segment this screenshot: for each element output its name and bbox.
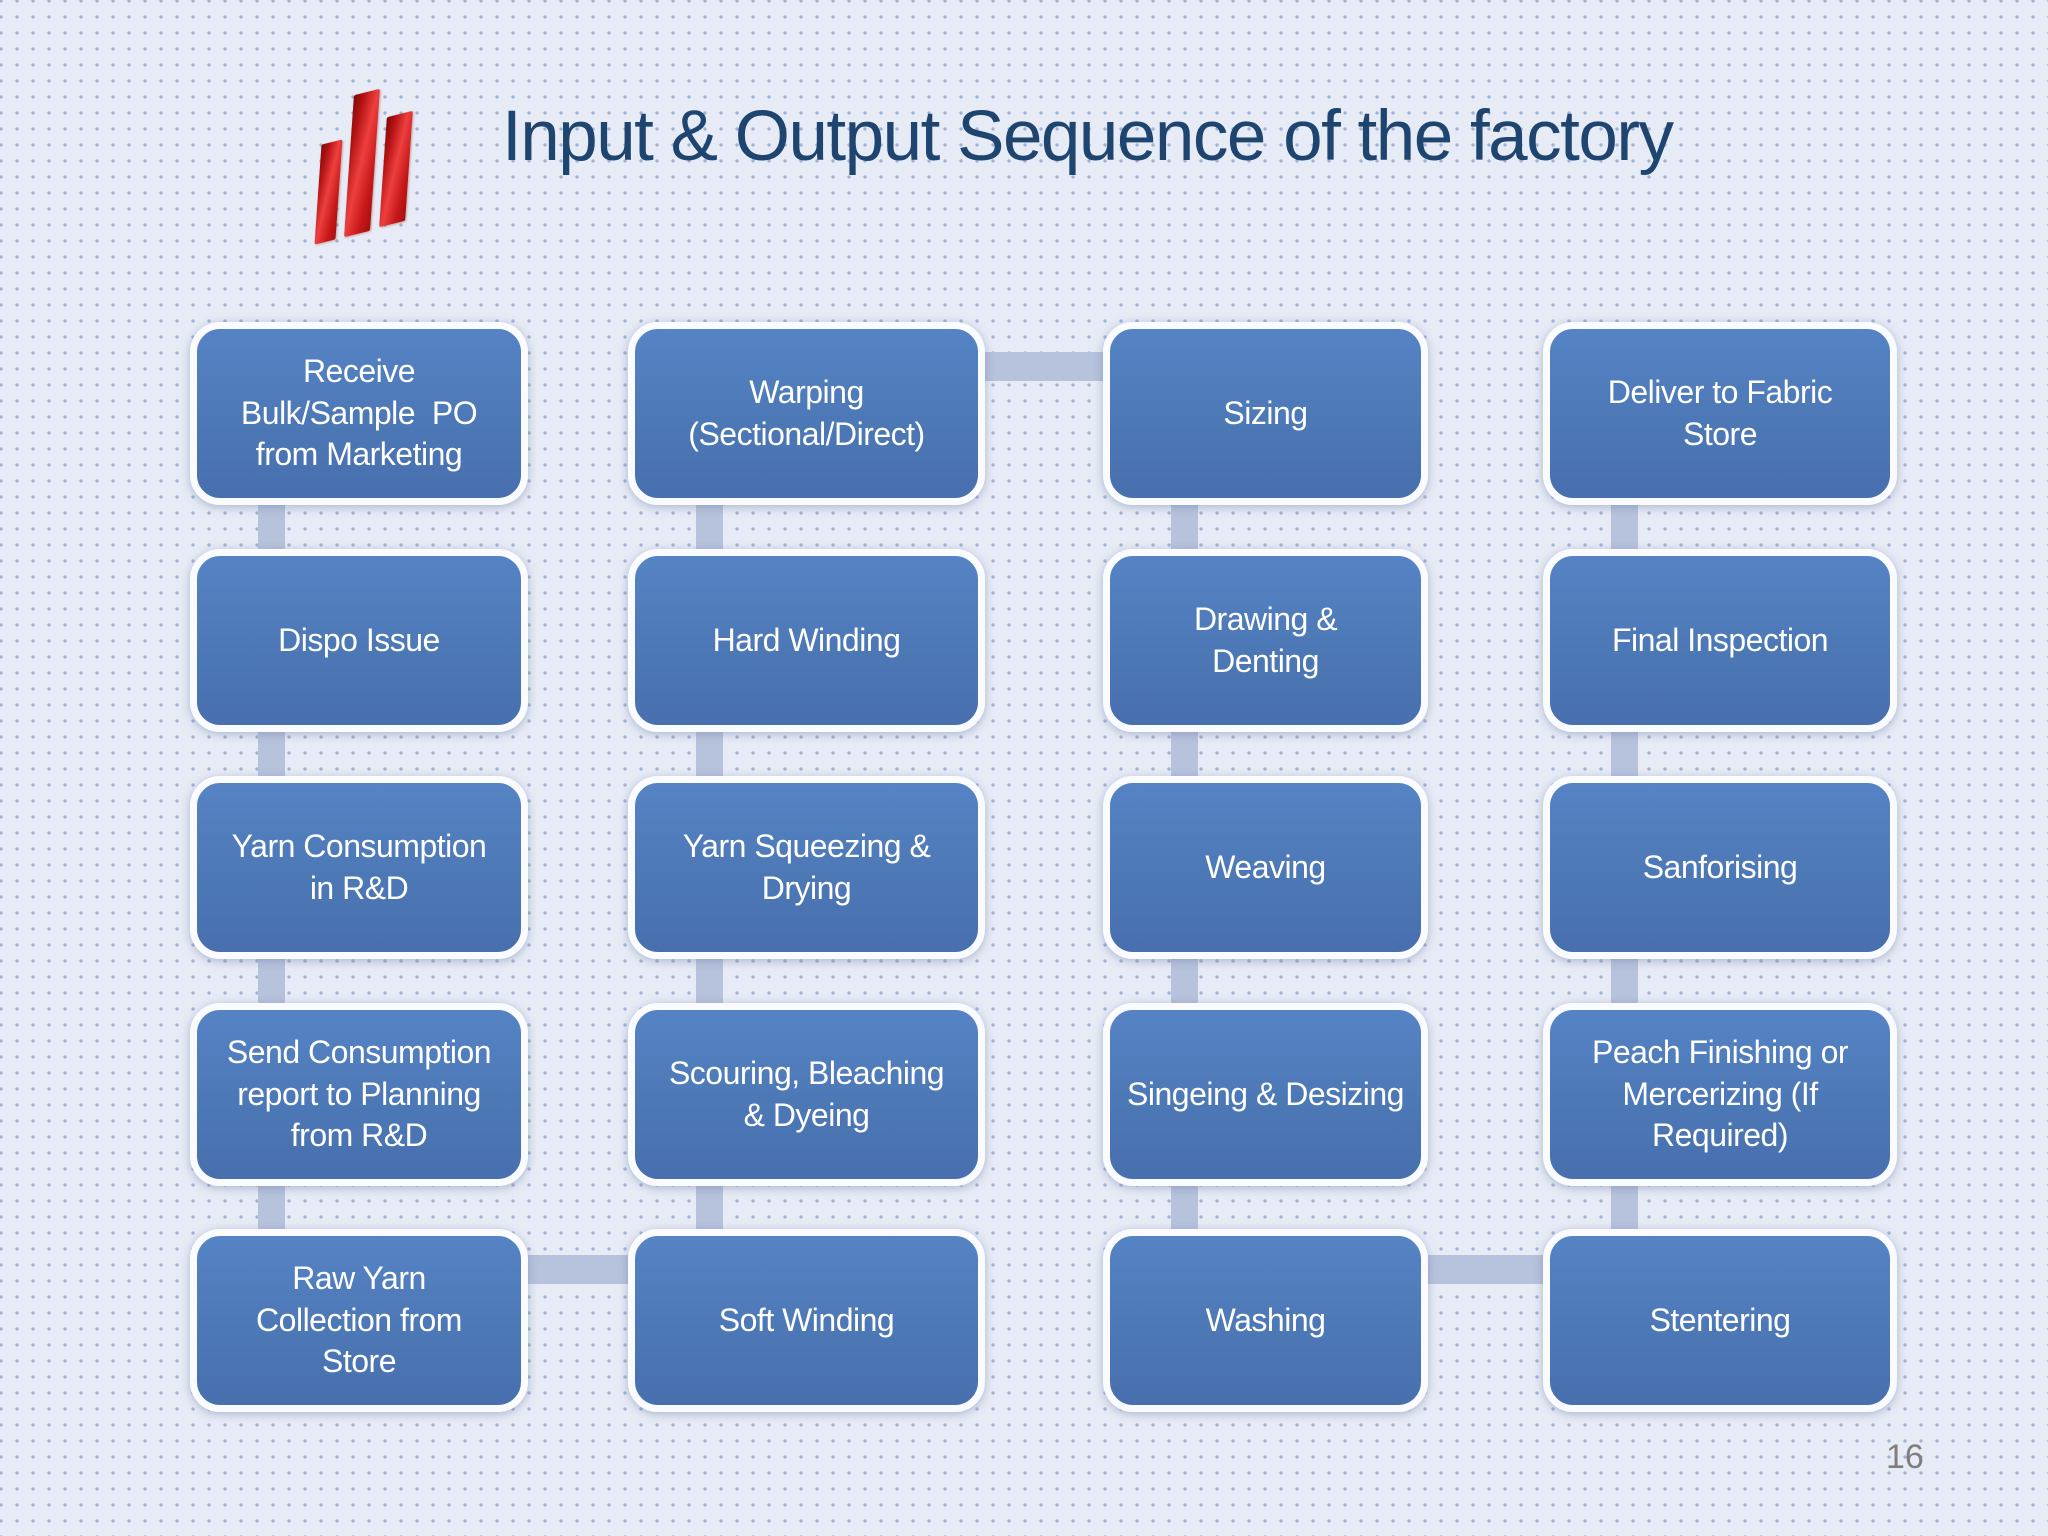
flow-connector [696,499,723,555]
process-box-label: Washing [1205,1301,1326,1338]
process-box-label: Warping (Sectional/Direct) [688,373,925,452]
process-box-label: Deliver to Fabric Store [1607,373,1833,452]
process-box-label: Yarn Consumption in R&D [231,827,487,906]
flow-connector [1171,726,1198,782]
flow-connector [258,953,285,1009]
process-box-label: Singeing & Desizing [1127,1075,1404,1112]
process-box: Washing [1103,1229,1428,1412]
process-box: Dispo Issue [190,549,528,732]
process-box-label: Raw Yarn Collection from Store [256,1260,462,1380]
process-box: Soft Winding [628,1229,985,1412]
process-box: Scouring, Bleaching & Dyeing [628,1003,985,1186]
process-box: Sizing [1103,322,1428,505]
process-box: Yarn Consumption in R&D [190,776,528,959]
process-box: Deliver to Fabric Store [1543,322,1897,505]
process-box: Receive Bulk/Sample PO from Marketing [190,322,528,505]
page-number: 16 [1886,1438,1924,1476]
flow-connector [1611,726,1638,782]
process-box-label: Weaving [1205,848,1326,885]
flow-connector [1171,499,1198,555]
process-box-label: Peach Finishing or Mercerizing (If Requi… [1591,1034,1849,1154]
flow-connector [979,352,1109,381]
flow-connector [1171,1180,1198,1235]
flow-connector [1171,953,1198,1009]
process-box: Peach Finishing or Mercerizing (If Requi… [1543,1003,1897,1186]
process-box-label: Yarn Squeezing & Drying [682,827,931,906]
slide-title: Input & Output Sequence of the factory [502,97,1674,176]
process-box: Hard Winding [628,549,985,732]
process-box: Send Consumption report to Planning from… [190,1003,528,1186]
process-box-label: Soft Winding [718,1301,895,1338]
process-box-label: Send Consumption report to Planning from… [226,1034,492,1154]
process-box-label: Final Inspection [1611,621,1829,658]
flow-connector [258,1180,285,1235]
process-box: Final Inspection [1543,549,1897,732]
process-box-label: Sizing [1223,394,1308,431]
flow-connector [1422,1255,1549,1284]
process-box-label: Hard Winding [712,621,901,658]
process-box: Raw Yarn Collection from Store [190,1229,528,1412]
process-box-label: Stentering [1649,1301,1791,1338]
process-box-label: Dispo Issue [278,621,440,658]
flow-connector [696,726,723,782]
process-box-label: Scouring, Bleaching & Dyeing [668,1054,945,1133]
flow-connector [696,1180,723,1235]
process-box: Stentering [1543,1229,1897,1412]
flow-connector [258,499,285,555]
flow-connector [696,953,723,1009]
flow-connector [258,726,285,782]
process-box: Warping (Sectional/Direct) [628,322,985,505]
flow-connector [1611,499,1638,555]
process-box-label: Receive Bulk/Sample PO from Marketing [240,353,478,473]
process-box-label: Sanforising [1642,848,1798,885]
flow-connector [1611,1180,1638,1235]
process-box: Drawing & Denting [1103,549,1428,732]
process-box: Sanforising [1543,776,1897,959]
flow-connector [522,1255,634,1284]
process-box: Yarn Squeezing & Drying [628,776,985,959]
process-box: Weaving [1103,776,1428,959]
process-box-label: Drawing & Denting [1193,600,1338,679]
flow-connector [1611,953,1638,1009]
process-box: Singeing & Desizing [1103,1003,1428,1186]
